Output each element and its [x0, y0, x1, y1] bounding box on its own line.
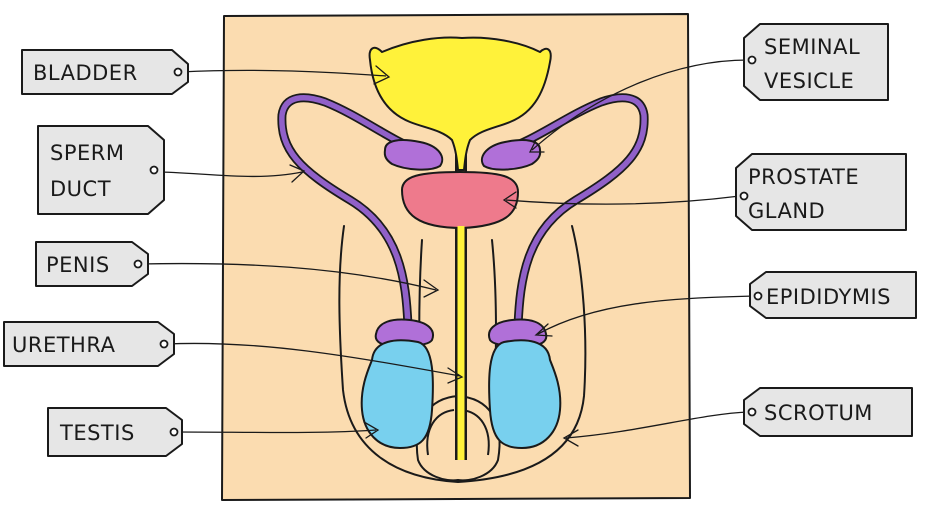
label-urethra: URETHRA: [12, 333, 116, 357]
prostate-gland: [402, 172, 518, 228]
label-tag-penis: PENIS: [36, 242, 148, 286]
label-scrotum: SCROTUM: [764, 401, 873, 425]
label-tag-urethra: URETHRA: [4, 322, 174, 366]
label-tag-sperm-duct: SPERM DUCT: [38, 126, 164, 214]
label-tag-seminal-vesicle: SEMINAL VESICLE: [744, 24, 888, 100]
label-duct: DUCT: [50, 177, 111, 201]
label-vesicle: VESICLE: [764, 69, 854, 93]
label-testis: TESTIS: [59, 421, 135, 445]
label-prostate: PROSTATE: [748, 165, 859, 189]
label-gland: GLAND: [748, 199, 825, 223]
testis-left: [362, 340, 433, 448]
label-tag-testis: TESTIS: [48, 408, 182, 456]
label-tag-scrotum: SCROTUM: [744, 388, 912, 436]
label-tag-prostate-gland: PROSTATE GLAND: [736, 154, 906, 230]
label-tag-epididymis: EPIDIDYMIS: [750, 272, 916, 318]
label-tag-bladder: BLADDER: [22, 50, 188, 94]
label-sperm: SPERM: [50, 141, 124, 165]
testis-right: [489, 340, 560, 448]
label-penis: PENIS: [46, 253, 110, 277]
label-epididymis: EPIDIDYMIS: [766, 285, 891, 309]
urethra-through-prostate: [458, 226, 465, 232]
label-bladder: BLADDER: [33, 61, 138, 85]
label-seminal: SEMINAL: [764, 35, 860, 59]
